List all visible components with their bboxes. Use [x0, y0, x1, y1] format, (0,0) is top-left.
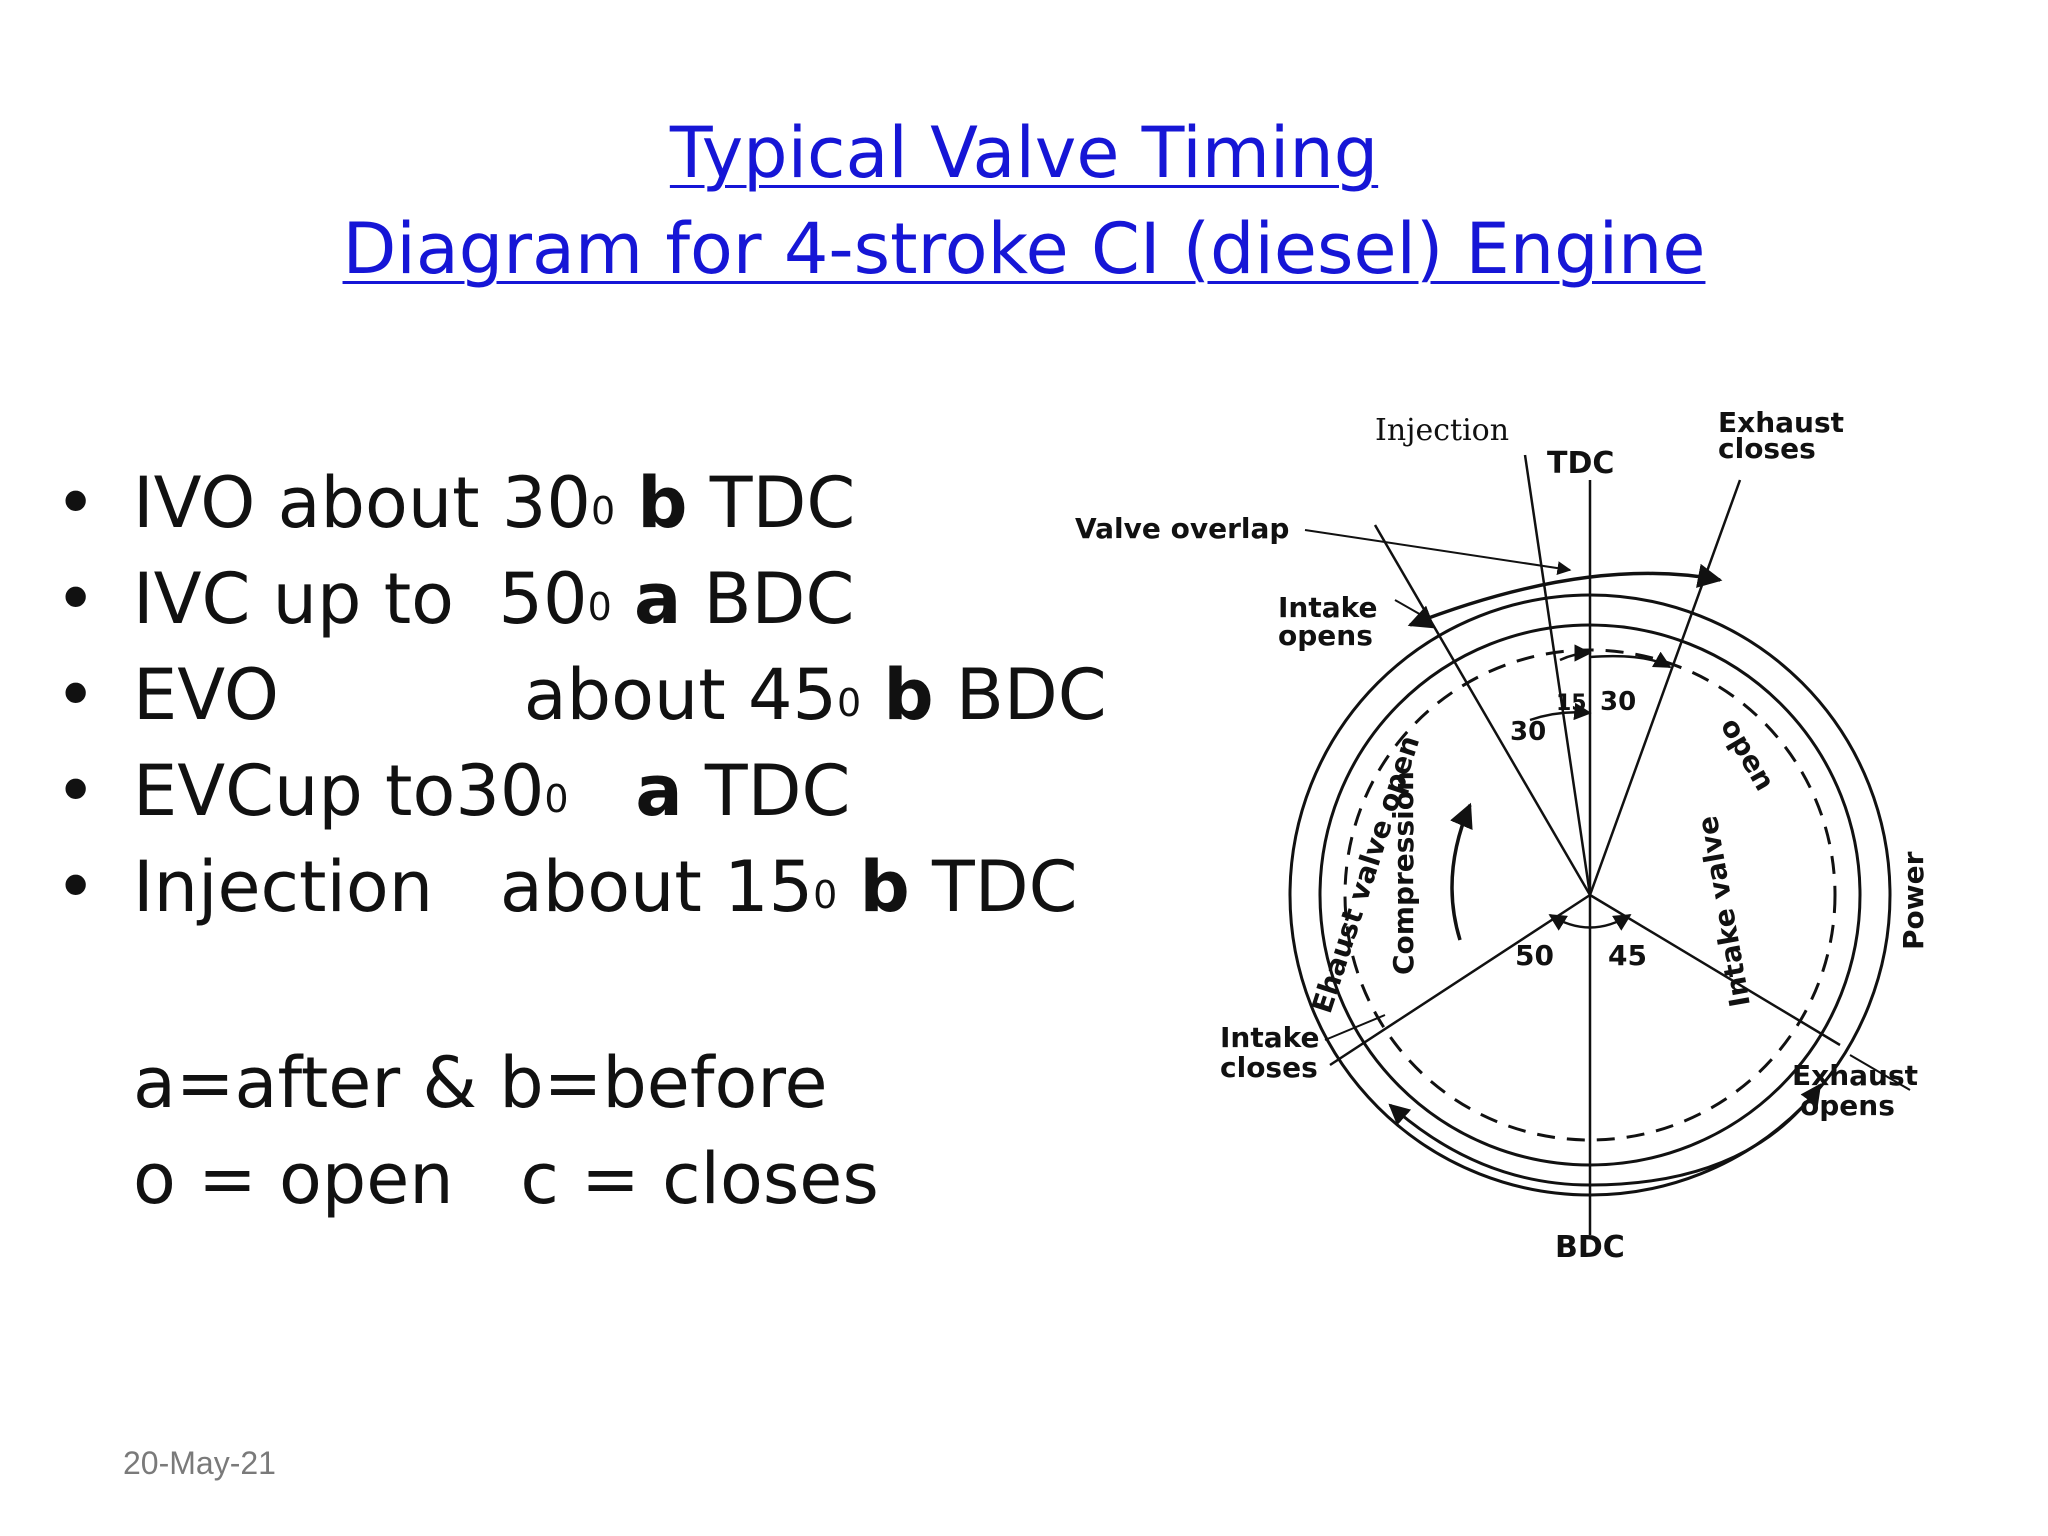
label-intake-opens-2: opens	[1278, 619, 1373, 652]
arc-30-left	[1529, 702, 1592, 722]
label-injection: Injection	[1375, 413, 1509, 448]
label-angle-45: 45	[1608, 939, 1647, 972]
overlap-pointer	[1304, 529, 1572, 576]
injection-line	[1523, 454, 1592, 896]
slide-date: 20-May-21	[123, 1445, 276, 1481]
label-angle-50: 50	[1515, 939, 1554, 972]
exhaust-closes-line	[1588, 479, 1742, 896]
outer-right-arrow	[1589, 1083, 1822, 1187]
slide-title: Typical Valve Timing Diagram for 4-strok…	[0, 105, 2048, 297]
label-valve-overlap: Valve overlap	[1075, 512, 1289, 545]
list-item-ivc: IVC up to 500 a BDC	[55, 551, 1107, 647]
outer-left-arrow	[1388, 1103, 1591, 1187]
label-compression: Compression	[1387, 771, 1420, 975]
list-item-evo: EVO about 450 b BDC	[55, 647, 1107, 743]
note-after-before: a=after & b=before	[133, 1042, 828, 1124]
title-link-line2[interactable]: Diagram for 4-stroke CI (diesel) Engine	[342, 208, 1706, 290]
list-item-ivo: IVO about 300 b TDC	[55, 455, 1107, 551]
label-exhaust-opens-2: opens	[1800, 1089, 1895, 1122]
legend-notes: a=after & b=before o = open c = closes	[133, 1035, 879, 1227]
label-angle-30-right: 30	[1600, 687, 1636, 717]
label-intake-opens-1: Intake	[1278, 591, 1378, 624]
label-exhaust-closes-1: Exhaust	[1718, 406, 1844, 439]
list-item-injection: Injection about 150 b TDC	[55, 839, 1107, 935]
exhaust-opens-line	[1589, 893, 1841, 1047]
label-intake-valve: Intake valve	[1691, 813, 1757, 1009]
arc-15	[1559, 644, 1592, 662]
label-open-right: open	[1714, 712, 1782, 796]
label-power: Power	[1897, 851, 1930, 950]
arc-bdc	[1548, 913, 1632, 931]
list-item-evc: EVCup to300 a TDC	[55, 743, 1107, 839]
timing-list: IVO about 300 b TDC IVC up to 500 a BDC …	[55, 455, 1107, 935]
label-exhaust-opens-1: Exhaust	[1792, 1059, 1918, 1092]
label-exhaust-closes-2: closes	[1718, 432, 1816, 465]
valve-timing-diagram: Injection TDC Exhaust closes Valve overl…	[1075, 406, 1930, 1265]
compression-arrow	[1450, 802, 1473, 941]
title-link-line1[interactable]: Typical Valve Timing	[669, 112, 1379, 194]
label-intake-closes-1: Intake	[1220, 1021, 1320, 1054]
label-bdc: BDC	[1555, 1230, 1625, 1265]
label-angle-30-left: 30	[1510, 717, 1546, 747]
intake-closes-line	[1329, 893, 1591, 1067]
overlap-arc	[1407, 563, 1723, 629]
label-tdc: TDC	[1547, 446, 1614, 481]
label-intake-closes-2: closes	[1220, 1051, 1318, 1084]
arc-30-right	[1589, 651, 1672, 669]
label-angle-15: 15	[1556, 691, 1587, 716]
note-open-closes: o = open c = closes	[133, 1138, 879, 1220]
